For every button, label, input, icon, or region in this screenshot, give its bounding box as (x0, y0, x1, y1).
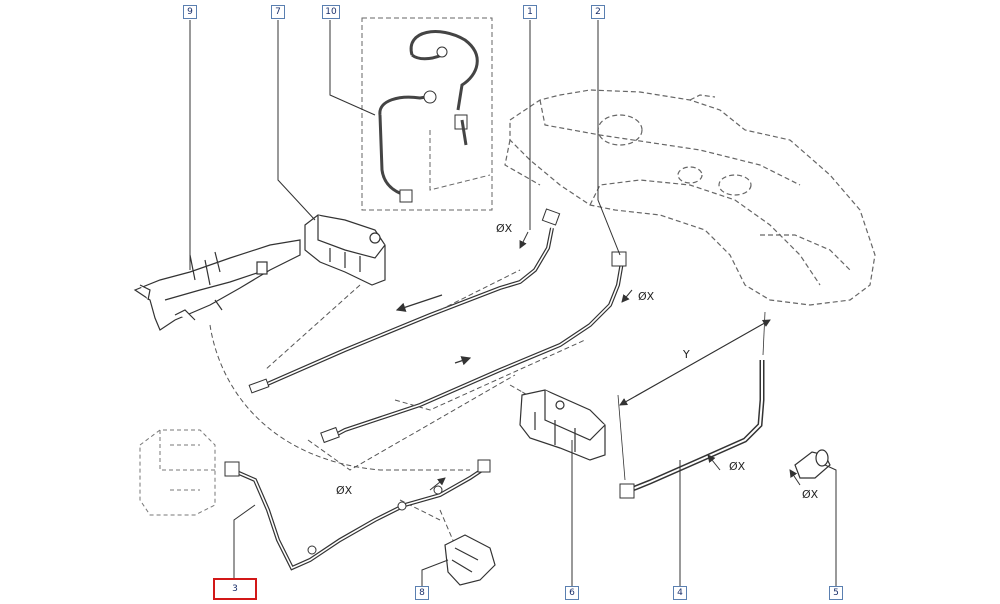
part-1-pipe (248, 208, 561, 394)
diameter-label-1: ØX (496, 222, 513, 235)
part-7-clip (304, 214, 386, 286)
part-4-pipe (617, 311, 771, 499)
part-8-clip (444, 534, 496, 586)
callout-7[interactable]: 7 (271, 5, 285, 19)
dimension-arrows (429, 231, 801, 491)
diameter-label-5: ØX (802, 488, 819, 501)
length-label-y: Y (683, 348, 690, 361)
part-9-bracket (133, 239, 301, 331)
callout-2[interactable]: 2 (591, 5, 605, 19)
diameter-label-2: ØX (638, 290, 655, 303)
part-10-hose-set (361, 17, 493, 211)
part-6-clip (519, 389, 606, 461)
callout-4[interactable]: 4 (673, 586, 687, 600)
callout-1[interactable]: 1 (523, 5, 537, 19)
callout-9[interactable]: 9 (183, 5, 197, 19)
part-5-fitting (794, 449, 831, 479)
callout-5[interactable]: 5 (829, 586, 843, 600)
callout-10[interactable]: 10 (322, 5, 340, 19)
engine-component-ghost (139, 429, 216, 516)
callout-8[interactable]: 8 (415, 586, 429, 600)
callout-6[interactable]: 6 (565, 586, 579, 600)
callout-3[interactable]: 3 (213, 578, 257, 600)
diameter-label-3: ØX (336, 484, 353, 497)
part-2-pipe (320, 251, 627, 444)
diameter-label-4: ØX (729, 460, 746, 473)
part-3-hose (224, 459, 491, 571)
fuel-tank-outline (504, 89, 876, 306)
callout-leaders (189, 20, 837, 588)
